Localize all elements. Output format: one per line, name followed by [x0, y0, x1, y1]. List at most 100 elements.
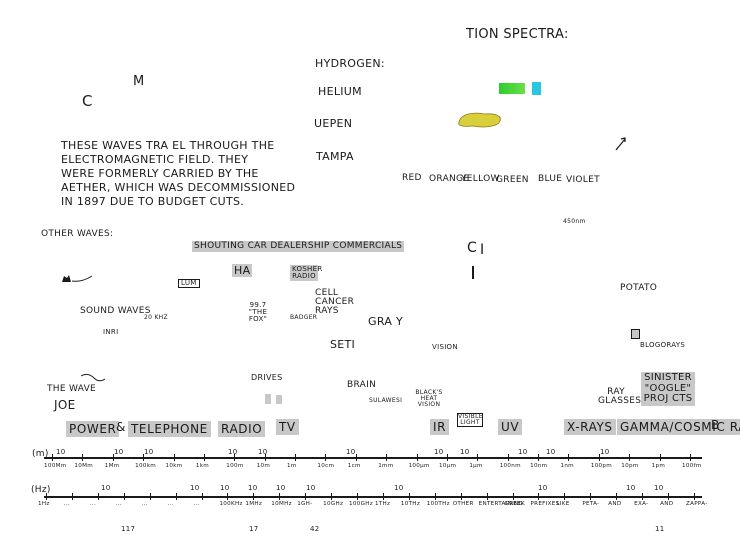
- blacks-heat-vision-label: BLACK'S HEAT VISION: [415, 389, 443, 408]
- frequency-axis-unit: (Hz): [31, 485, 51, 495]
- helium-green-line: [499, 83, 525, 94]
- axis-tick: [173, 454, 175, 461]
- axis-tick-label: 10MHz: [271, 501, 292, 507]
- lum-label: LUM: [178, 279, 200, 288]
- frequency-axis-line: [44, 496, 702, 498]
- the-wave-label: THE WAVE: [47, 384, 97, 394]
- fox-label: 99.7 "THE FOX": [248, 301, 268, 323]
- axis-tick-label: 1μm: [469, 463, 483, 469]
- sound-waves-label: SOUND WAVES: [80, 306, 151, 316]
- drives-box-a: [265, 394, 271, 404]
- vertical-mark: [472, 266, 474, 279]
- axis-tick: [694, 493, 695, 500]
- c-mark: C: [467, 240, 478, 256]
- axis-exponent: 10: [248, 484, 258, 492]
- axis-tick-label: 100THz: [426, 501, 450, 507]
- cell-cancer-rays-label: CELL CANCER RAYS: [315, 288, 355, 316]
- axis-exponent: 10: [276, 484, 286, 492]
- wavelength-mark: 450nm: [563, 218, 586, 225]
- spectrum-label-hydrogen: HYDROGEN:: [315, 57, 385, 70]
- axis-tick-label: ENTERTAINING: [478, 501, 524, 507]
- letter-m: M: [133, 74, 145, 89]
- band-radio: RADIO: [218, 421, 266, 437]
- axis-tick: [112, 454, 114, 461]
- axis-tick: [642, 493, 644, 500]
- axis-tick: [143, 454, 145, 461]
- band-ampersand: &: [116, 420, 126, 434]
- axis-tick-label: 100GHz: [349, 501, 373, 507]
- i-mark: I: [480, 242, 485, 258]
- axis-tick-label: 1cm: [347, 463, 361, 469]
- badger-label: BADGER: [290, 314, 318, 321]
- axis-tick: [227, 493, 229, 500]
- axis-tick: [123, 493, 125, 500]
- axis-tick: [52, 454, 53, 461]
- band-tv: TV: [276, 419, 299, 435]
- axis-exponent: 10: [101, 484, 111, 492]
- axis-tick-label: 100Mm: [44, 463, 67, 469]
- vision-label: VISION: [432, 343, 458, 351]
- axis-exponent: 10: [538, 484, 548, 492]
- axis-tick-label: 10cm: [317, 463, 335, 469]
- axis-tick-label: GREEK: [504, 501, 526, 507]
- axis-tick-label: 1mm: [378, 463, 394, 469]
- axis-tick: [175, 493, 177, 500]
- axis-tick-label: 100pm: [590, 463, 613, 469]
- axis-tick: [616, 493, 618, 500]
- axis-tick: [253, 493, 255, 500]
- axis-tick: [460, 493, 462, 500]
- axis-tick: [234, 454, 236, 461]
- axis-exponent: 10: [600, 448, 610, 456]
- axis-tick: [325, 454, 327, 461]
- axis-tick: [486, 493, 488, 500]
- axis-exponent: 10: [56, 448, 66, 456]
- axis-exponent: 10: [518, 448, 528, 456]
- description-line: THESE WAVES TRA EL THROUGH THE: [61, 139, 275, 152]
- axis-tick-label: 100fm: [682, 463, 702, 469]
- axis-tick-label: 100μm: [408, 463, 430, 469]
- axis-tick-label: ...: [115, 501, 122, 507]
- description-line: IN 1897 DUE TO BUDGET CUTS.: [61, 195, 245, 208]
- axis-tick: [512, 493, 514, 500]
- axis-tick-label: 1pm: [651, 463, 666, 469]
- drives-label: DRIVES: [251, 373, 283, 382]
- axis-tick-label: 10THz: [400, 501, 421, 507]
- axis-exponent: 10: [144, 448, 154, 456]
- axis-tick-label: 100m: [226, 463, 244, 469]
- joe-label: JOE: [54, 398, 76, 412]
- axis-tick-label: 10GHz: [323, 501, 344, 507]
- axis-tick-label: 10μm: [438, 463, 457, 469]
- axis-tick-label: OTHER: [452, 501, 474, 507]
- axis-tick: [629, 454, 631, 461]
- axis-tick: [416, 454, 418, 461]
- axis-exponent: 10: [258, 448, 268, 456]
- axis-tick-label: 1km: [195, 463, 210, 469]
- axis-tick: [201, 493, 203, 500]
- axis-tick-label: 1Mm: [104, 463, 120, 469]
- color-violet: VIOLET: [566, 175, 600, 185]
- axis-tick-label: 10km: [165, 463, 183, 469]
- axis-exponent: 10: [306, 484, 316, 492]
- color-yellow: YELLOW: [461, 174, 500, 184]
- axis-tick: [668, 493, 670, 500]
- bottom-number: 17: [249, 525, 259, 533]
- band-b: B: [711, 418, 720, 432]
- description-line: AETHER, WHICH WAS DECOMMISSIONED: [61, 181, 296, 194]
- color-orange: ORANGE: [429, 174, 470, 184]
- axis-tick: [264, 454, 266, 461]
- color-green: GREEN: [496, 175, 529, 185]
- inri-label: INRI: [103, 328, 119, 336]
- axis-tick: [357, 493, 359, 500]
- sulawesi-label: SULAWESI: [369, 397, 403, 404]
- axis-tick: [507, 454, 509, 461]
- spectra-title: TION SPECTRA:: [466, 27, 569, 42]
- axis-tick-label: 1THz: [374, 501, 391, 507]
- description-paragraph: THESE WAVES TRA EL THROUGH THE ELECTROMA…: [61, 140, 295, 207]
- axis-tick-label: 100nm: [499, 463, 521, 469]
- axis-tick: [408, 493, 410, 500]
- axis-tick-label: AND: [660, 501, 674, 507]
- axis-exponent: 10: [394, 484, 404, 492]
- axis-tick: [590, 493, 592, 500]
- kosher-radio-label: KOSHER RADIO: [290, 265, 323, 281]
- bottom-number: 42: [310, 525, 320, 533]
